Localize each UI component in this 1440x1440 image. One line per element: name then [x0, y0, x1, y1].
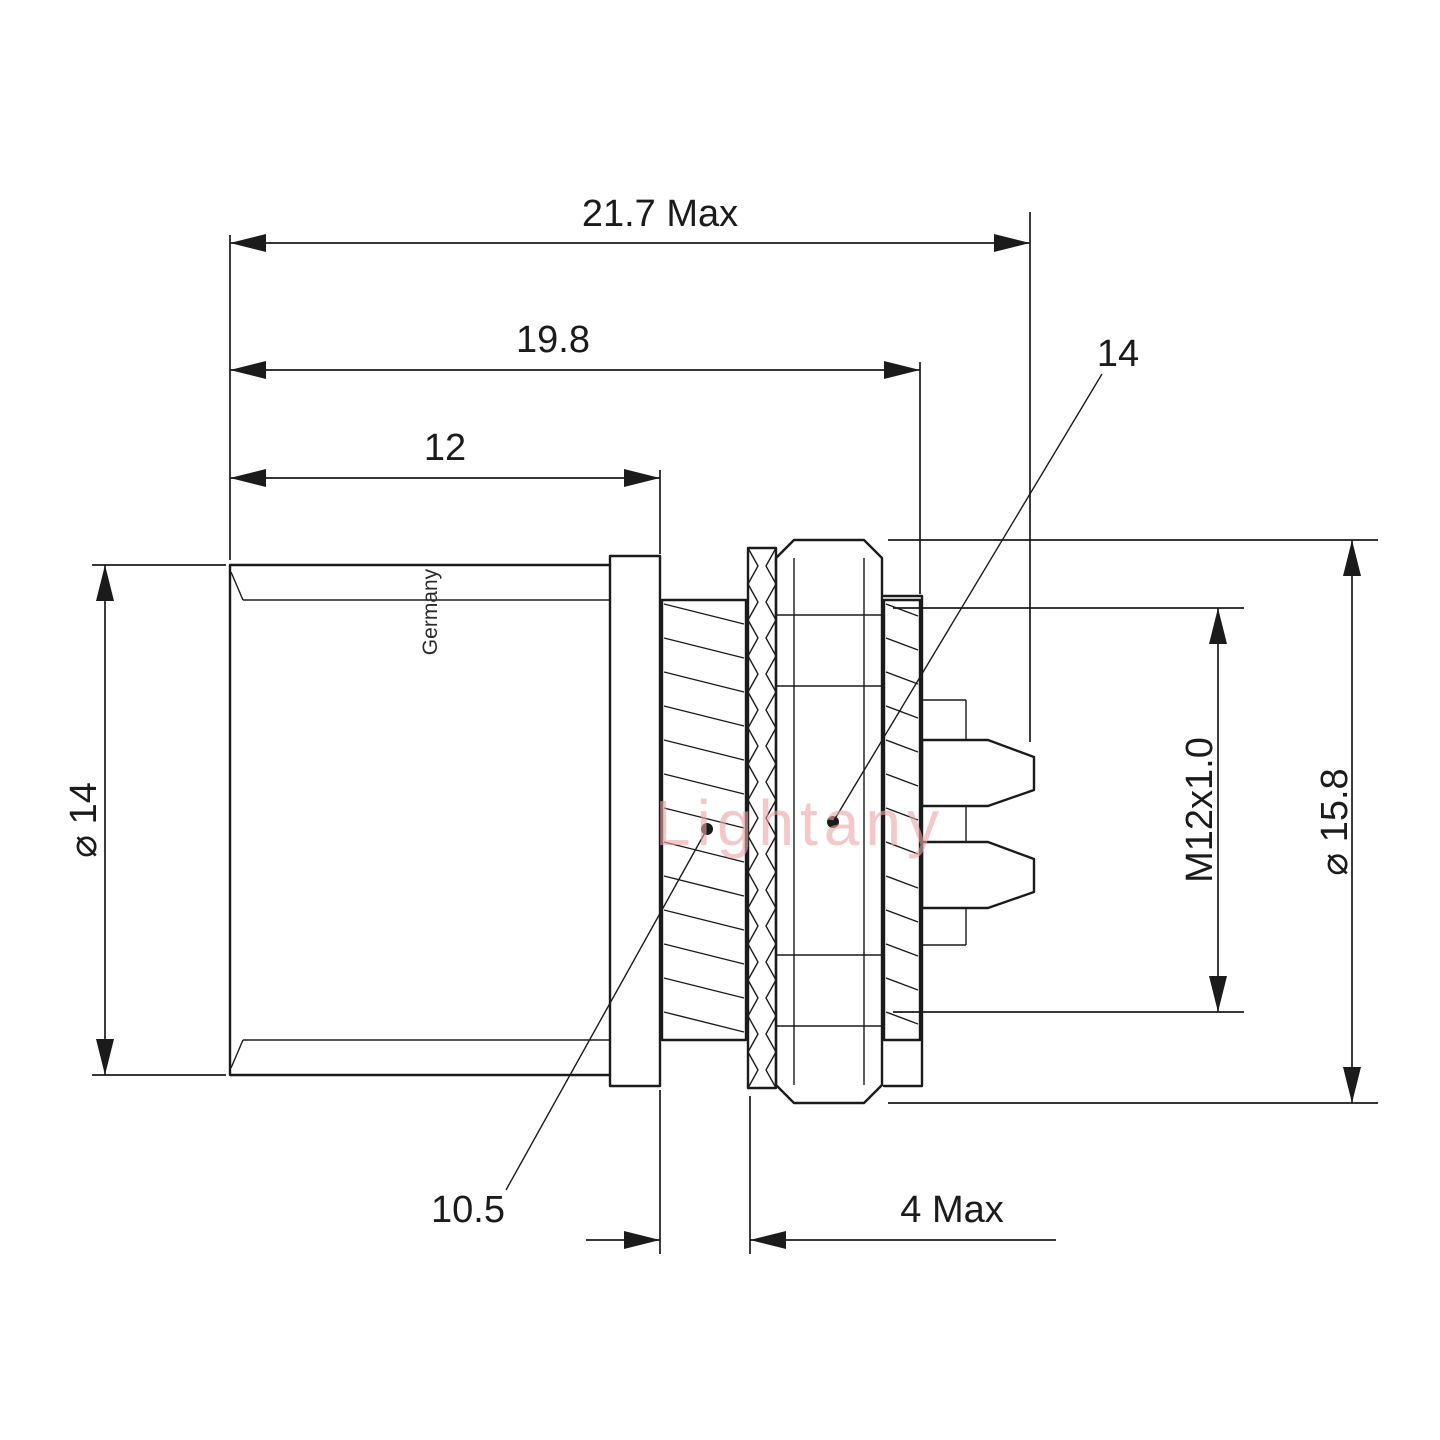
- hex-nut-facet-lines: [776, 614, 882, 1027]
- arrow-down-icon: [1209, 976, 1227, 1012]
- dim-rear-length: 19.8: [230, 319, 921, 594]
- arrow-up-icon: [96, 565, 114, 601]
- dim-dia14-lines: [92, 564, 226, 1076]
- leader-line-105: [505, 828, 708, 1191]
- dim-hex-across-flats-label: 14: [1097, 333, 1139, 375]
- dim-overall-lines: [229, 212, 1031, 742]
- front-body-outline: [228, 563, 612, 1077]
- dim-rear-length-label: 19.8: [516, 319, 590, 361]
- dim-4max-lines: [586, 1090, 1056, 1254]
- arrow-down-icon: [96, 1039, 114, 1075]
- flange: [608, 554, 662, 1088]
- dim-front-body-length: 12: [230, 427, 661, 554]
- dim-m12-lines: [893, 607, 1244, 1013]
- hex-nut-corner-lines: [793, 558, 865, 1085]
- lock-washer: [746, 546, 778, 1090]
- terminals: [920, 738, 1036, 910]
- leader-dot-14: [827, 816, 839, 828]
- rear-insulator: [922, 699, 967, 946]
- dim-front-body-diameter-label: ⌀ 14: [63, 782, 105, 858]
- leader-line-14: [832, 373, 1103, 823]
- front-body-edge-lines: [243, 599, 610, 1041]
- dim-mounting-hole: 10.5: [431, 823, 713, 1231]
- dim-hex-across-flats: 14: [827, 333, 1139, 828]
- leader-dot-105: [701, 823, 713, 835]
- thread-rear-hatch: [885, 603, 919, 1025]
- terminal-top: [920, 738, 1036, 808]
- body-marking-text: Germany: [419, 568, 442, 655]
- front-body-chamfers: [230, 571, 244, 1069]
- dim-thread-spec: M12x1.0: [893, 607, 1244, 1013]
- arrow-right-icon: [624, 469, 660, 487]
- arrow-right-icon: [994, 234, 1030, 252]
- dim-front-body-diameter: ⌀ 14: [63, 564, 226, 1076]
- dim-dia158-lines: [888, 539, 1378, 1104]
- thread-section-rear: [882, 598, 922, 1042]
- dim-12-lines: [230, 470, 661, 554]
- dim-front-body-length-label: 12: [424, 427, 466, 469]
- thread-rear-envelope: [882, 598, 922, 1042]
- thread-front-hatch: [663, 603, 745, 1033]
- dim-panel-thickness-label: 4 Max: [900, 1189, 1003, 1231]
- connector-part: Germany: [228, 538, 1036, 1105]
- dim-overall-length: 21.7 Max: [229, 193, 1031, 742]
- arrow-left-icon: [230, 361, 266, 379]
- arrow-up-icon: [1343, 540, 1361, 576]
- arrow-right-icon: [884, 361, 920, 379]
- arrow-left-icon: [230, 469, 266, 487]
- arrow-left-icon: [230, 234, 266, 252]
- dim-198-lines: [230, 362, 921, 594]
- hex-nut: [774, 538, 884, 1105]
- dim-hex-diameter: ⌀ 15.8: [888, 539, 1378, 1104]
- washer-serration-left: [747, 547, 759, 1089]
- thread-front-envelope: [660, 598, 748, 1042]
- arrow-down-icon: [1343, 1067, 1361, 1103]
- washer-serration-right: [765, 547, 777, 1089]
- thread-section-front: [660, 598, 748, 1042]
- arrow-right-icon: [624, 1231, 660, 1249]
- rear-body: [882, 594, 967, 1088]
- washer-envelope: [746, 546, 778, 1090]
- dim-panel-thickness: 4 Max: [586, 1090, 1056, 1254]
- hex-nut-outline: [774, 538, 884, 1105]
- terminal-bottom: [920, 840, 1036, 910]
- dim-thread-spec-label: M12x1.0: [1179, 737, 1221, 883]
- arrow-up-icon: [1209, 608, 1227, 644]
- dim-hex-diameter-label: ⌀ 15.8: [1314, 768, 1356, 875]
- dim-mounting-hole-label: 10.5: [431, 1189, 505, 1231]
- front-body: Germany: [228, 563, 612, 1077]
- arrow-left-icon: [750, 1231, 786, 1249]
- watermark-text: Lightany: [655, 787, 945, 859]
- dim-overall-length-label: 21.7 Max: [582, 193, 738, 235]
